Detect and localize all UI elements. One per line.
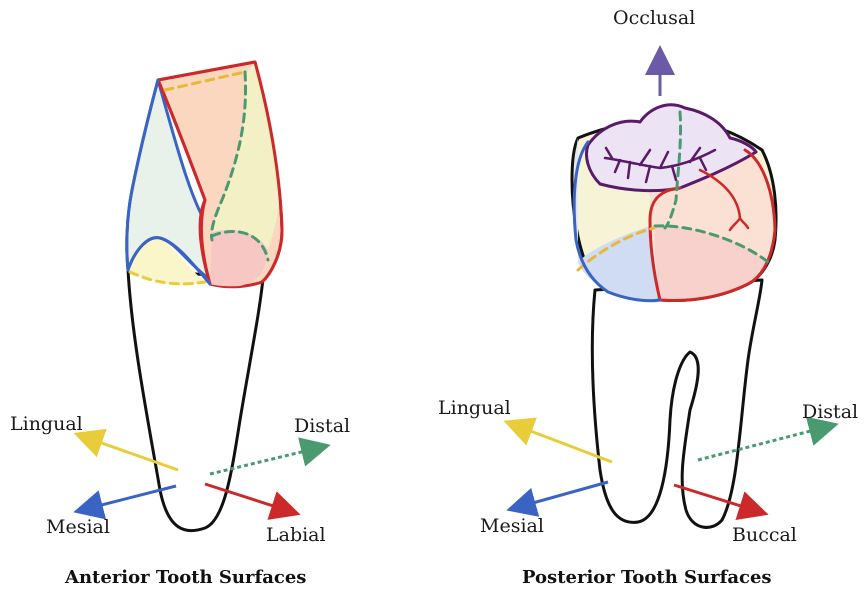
anterior-mesial-label: Mesial: [46, 516, 110, 538]
anterior-labial-label: Labial: [266, 524, 326, 546]
posterior-root: [592, 280, 762, 527]
posterior-buccal-label: Buccal: [732, 524, 797, 546]
anterior-caption: Anterior Tooth Surfaces: [64, 567, 306, 588]
posterior-mesial-label: Mesial: [480, 515, 544, 537]
posterior-mesial-arrow: [515, 482, 608, 508]
posterior-lingual-label: Lingual: [438, 397, 511, 419]
anterior-distal-label: Distal: [294, 415, 350, 437]
posterior-caption: Posterior Tooth Surfaces: [522, 567, 772, 588]
posterior-distal-label: Distal: [802, 401, 858, 423]
posterior-tooth: [572, 105, 776, 528]
posterior-occlusal-label: Occlusal: [613, 7, 695, 29]
anterior-lingual-label: Lingual: [10, 413, 83, 435]
